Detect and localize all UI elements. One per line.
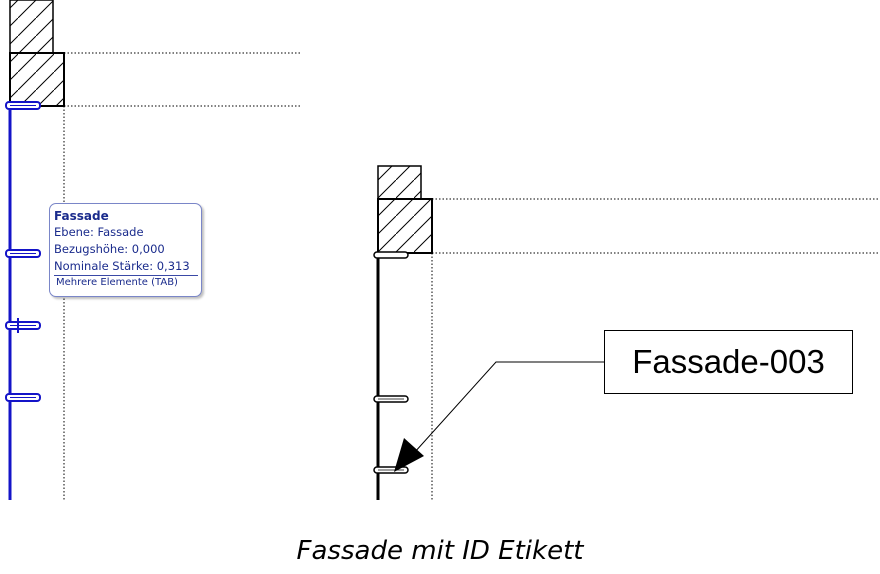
- facade-anchor[interactable]: [373, 466, 409, 474]
- label-leader-line: [404, 361, 604, 464]
- figure-caption: Fassade mit ID Etikett: [296, 536, 584, 566]
- tooltip-layer: Ebene: Fassade: [54, 225, 144, 239]
- tooltip-multiple-elements-hint: Mehrere Elemente (TAB): [56, 277, 178, 288]
- facade-anchor[interactable]: [5, 393, 41, 402]
- facade-anchor[interactable]: [373, 395, 409, 403]
- right-plan-view: [373, 165, 880, 500]
- tooltip-nominal-thickness: Nominale Stärke: 0,313: [54, 259, 190, 273]
- left-column: [9, 0, 54, 54]
- facade-anchor[interactable]: [373, 251, 409, 259]
- facade-anchor[interactable]: [5, 249, 41, 258]
- facade-id-label-text: Fassade-003: [632, 343, 825, 380]
- facade-anchor[interactable]: [5, 101, 41, 110]
- right-column: [377, 165, 422, 200]
- tooltip-divider: [54, 275, 198, 276]
- facade-id-label[interactable]: Fassade-003: [604, 330, 853, 394]
- arrow-head-icon: [394, 438, 424, 472]
- left-slab: [9, 52, 65, 107]
- left-plan-view: [5, 0, 302, 500]
- tooltip-title: Fassade: [54, 209, 109, 223]
- right-slab: [377, 198, 433, 254]
- element-info-tooltip: Fassade Ebene: Fassade Bezugshöhe: 0,000…: [49, 203, 202, 297]
- tooltip-reference-height: Bezugshöhe: 0,000: [54, 242, 165, 256]
- facade-anchor[interactable]: [5, 318, 41, 333]
